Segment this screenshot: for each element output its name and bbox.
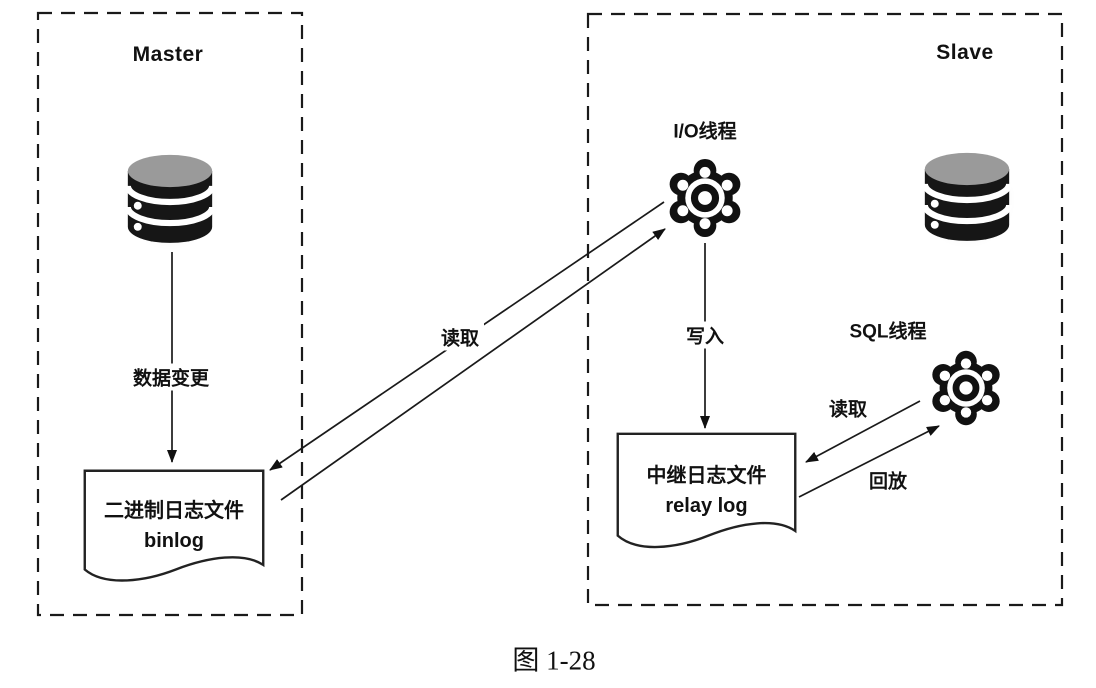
master-box-title: Master	[132, 43, 204, 66]
sql-thread-gear-icon	[926, 348, 1006, 428]
replication-read-label: 读取	[435, 323, 485, 351]
binlog-doc-subtitle: binlog	[144, 530, 204, 552]
relay-log-doc-title: 中继日志文件	[646, 465, 767, 487]
figure-caption: 图 1-28	[512, 645, 596, 676]
data-change-label: 数据变更	[127, 363, 215, 391]
replay-arrow	[798, 425, 940, 498]
slave-database-icon	[905, 138, 1029, 262]
io-thread-label: I/O线程	[673, 121, 737, 143]
slave-box-border	[586, 12, 1064, 607]
binlog-doc-title: 二进制日志文件	[104, 500, 244, 522]
binlog-document: 二进制日志文件 binlog	[82, 468, 266, 596]
master-box-border	[36, 11, 304, 617]
sql-read-arrow	[805, 400, 921, 463]
relay-log-doc-subtitle: relay log	[665, 495, 748, 517]
master-database-icon	[108, 140, 232, 264]
replay-label: 回放	[863, 466, 913, 494]
slave-box-title: Slave	[936, 41, 994, 64]
relay-log-document: 中继日志文件 relay log	[615, 431, 798, 563]
sql-thread-label: SQL线程	[849, 321, 927, 343]
io-thread-gear-icon	[663, 156, 747, 240]
document-shape	[82, 468, 266, 596]
document-shape	[615, 431, 798, 563]
write-label: 写入	[680, 321, 730, 349]
binlog-to-io-arrow	[280, 228, 666, 501]
sql-read-label: 读取	[823, 394, 873, 422]
